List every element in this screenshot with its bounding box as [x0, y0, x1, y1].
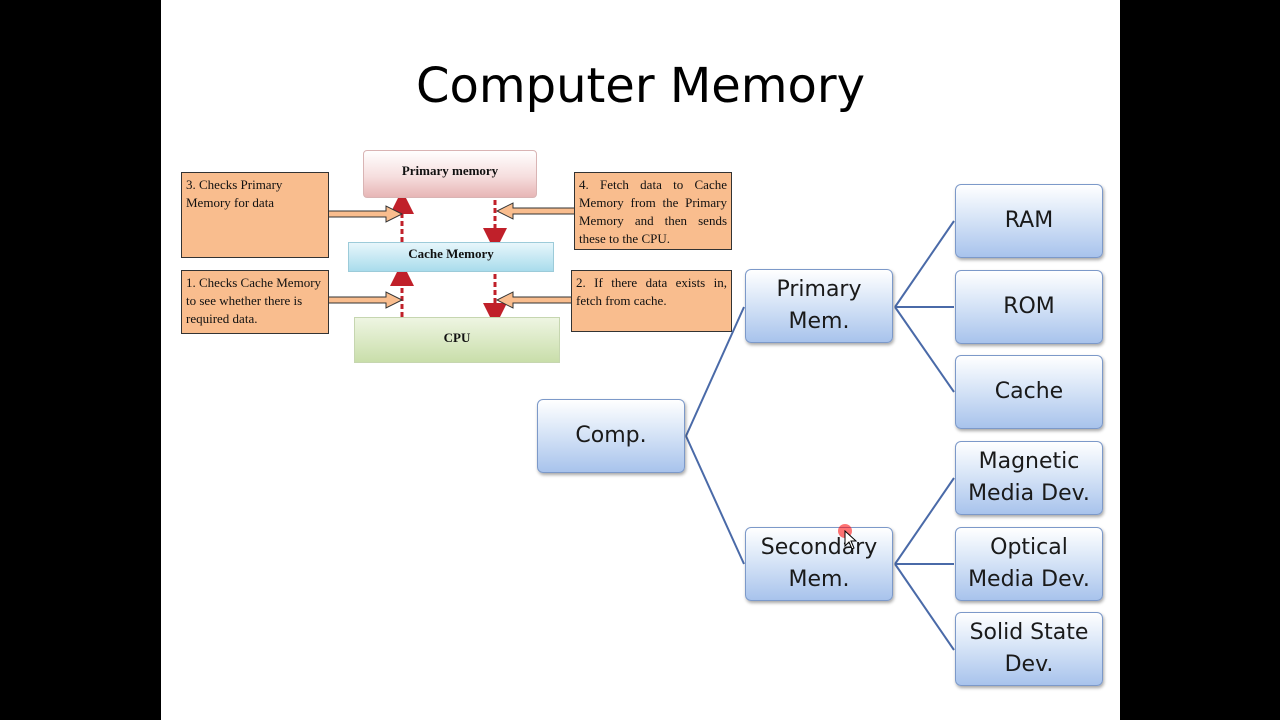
slide: Computer Memory Primary memory Cache Mem…: [161, 0, 1120, 720]
edge-primary-ram: [894, 220, 955, 308]
primary-memory-box: Primary memory: [363, 150, 537, 198]
arrow-cursor-icon: [844, 530, 858, 550]
node-cache: Cache: [955, 355, 1103, 429]
slide-title: Computer Memory: [415, 58, 866, 114]
pointer-step3: [327, 205, 404, 223]
edge-root-secondary: [685, 435, 745, 565]
annotation-step1: 1. Checks Cache Memory to see whether th…: [181, 270, 329, 334]
annotation-step4: 4. Fetch data to Cache Memory from the P…: [574, 172, 732, 250]
edge-root-primary: [685, 306, 745, 437]
node-secondary-mem: Secondary Mem.: [745, 527, 893, 601]
flow-arrows: [327, 190, 576, 327]
tree-connectors: [685, 220, 955, 651]
annotation-step3: 3. Checks Primary Memory for data: [181, 172, 329, 258]
cache-memory-box: Cache Memory: [348, 242, 554, 272]
annotation-step2: 2. If there data exists in, fetch from c…: [571, 270, 732, 332]
edge-secondary-magnetic: [894, 477, 955, 565]
node-magnetic-media: Magnetic Media Dev.: [955, 441, 1103, 515]
pointer-step2: [495, 291, 573, 309]
node-primary-mem: Primary Mem.: [745, 269, 893, 343]
node-ram: RAM: [955, 184, 1103, 258]
node-rom: ROM: [955, 270, 1103, 344]
cpu-box: CPU: [354, 317, 560, 363]
node-solid-state: Solid State Dev.: [955, 612, 1103, 686]
pointer-step4: [495, 202, 576, 220]
edge-secondary-solid: [894, 563, 955, 651]
edge-primary-cache: [894, 306, 955, 393]
node-optical-media: Optical Media Dev.: [955, 527, 1103, 601]
node-comp: Comp.: [537, 399, 685, 473]
pointer-step1: [327, 291, 404, 309]
